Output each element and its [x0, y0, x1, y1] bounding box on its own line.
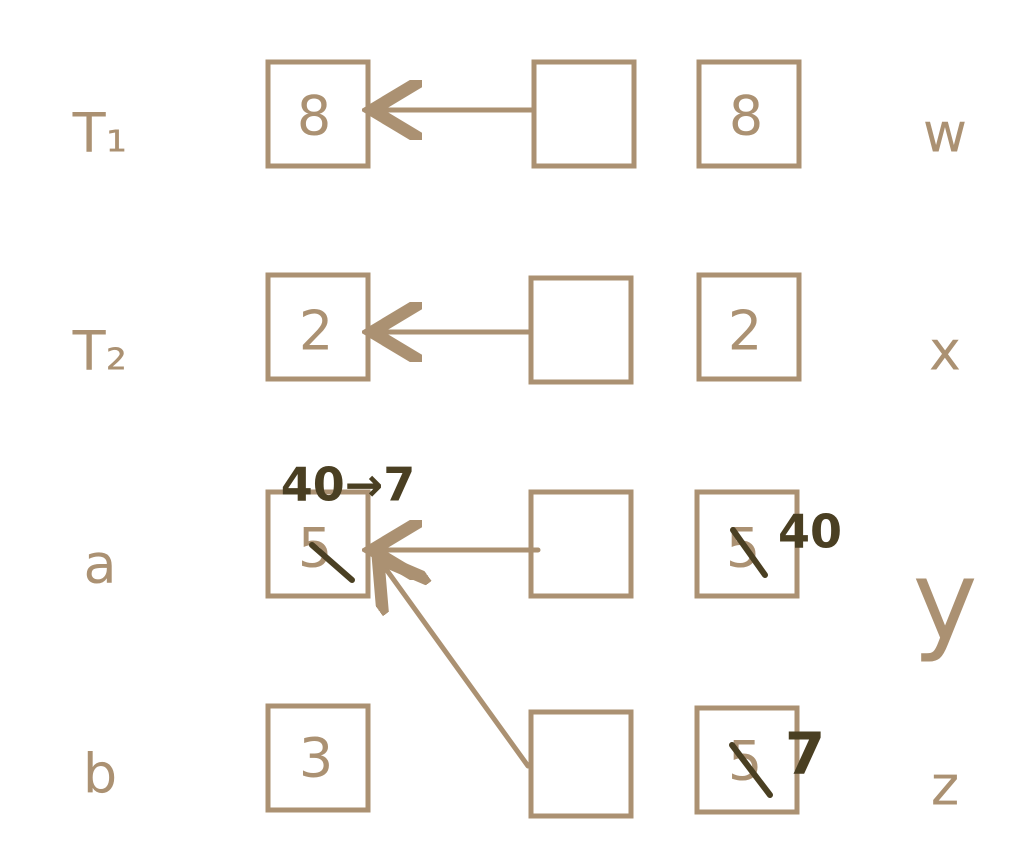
value-b: 3: [299, 727, 333, 790]
middle-box-1: [531, 59, 637, 169]
strike-value-y: [730, 527, 768, 578]
annotation-z-new: 7: [785, 720, 825, 788]
middle-box-3: [528, 489, 634, 599]
annotation-y-new: 40: [778, 505, 842, 559]
value-x: 2: [728, 300, 762, 363]
row-label-x: x: [929, 320, 961, 383]
row-label-a: a: [83, 533, 116, 596]
middle-box-4: [528, 709, 634, 819]
annotation-a-update: 40→7: [281, 458, 416, 512]
middle-box-2: [528, 275, 634, 385]
right-box-w: [696, 59, 802, 169]
strike-value-z: [729, 742, 773, 798]
row-label-t2: T₂: [72, 320, 128, 383]
row-label-b: b: [83, 743, 117, 806]
value-t2: 2: [299, 300, 333, 363]
right-box-y: [694, 489, 800, 599]
row-label-w: w: [923, 102, 967, 165]
row-label-y: y: [912, 536, 977, 664]
value-t1: 8: [297, 85, 331, 148]
row-label-z: z: [931, 755, 959, 818]
right-box-z: [694, 705, 800, 815]
value-w: 8: [729, 85, 763, 148]
row-label-t1: T₁: [72, 102, 128, 165]
strike-value-a: [309, 542, 355, 583]
left-box-b: [265, 703, 371, 813]
pointer-arrow-a-2: [378, 558, 531, 769]
right-box-x: [696, 272, 802, 382]
